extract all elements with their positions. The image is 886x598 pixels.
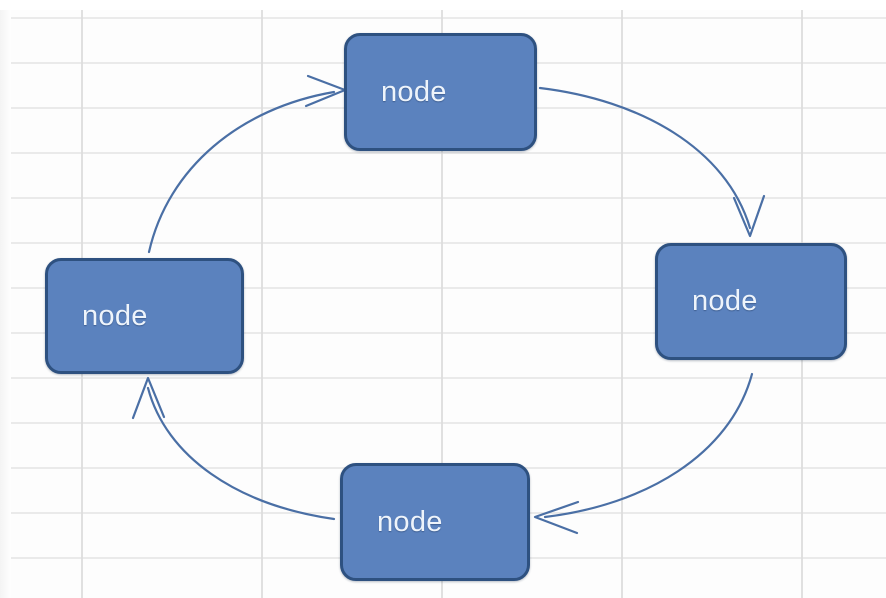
edge-right-to-bottom — [533, 372, 754, 535]
node-top-label: node — [381, 75, 447, 108]
paper-left-margin — [0, 0, 11, 598]
node-right-label: node — [692, 285, 758, 317]
edge-bottom-to-left — [131, 376, 336, 521]
arrowhead-up-icon — [131, 376, 166, 420]
node-top[interactable]: node — [344, 33, 537, 151]
arrowhead-right-icon — [304, 74, 347, 108]
arrowhead-left-icon — [533, 500, 580, 535]
arrowhead-down-icon — [732, 194, 766, 238]
node-left[interactable]: node — [45, 258, 244, 374]
node-bottom[interactable]: node — [340, 463, 530, 581]
node-left-label: node — [82, 299, 148, 332]
node-bottom-label: node — [377, 505, 443, 538]
paper-top-margin — [0, 0, 886, 10]
node-right[interactable]: node — [655, 243, 847, 360]
edge-top-to-right — [538, 86, 766, 238]
edge-left-to-top — [147, 74, 347, 254]
